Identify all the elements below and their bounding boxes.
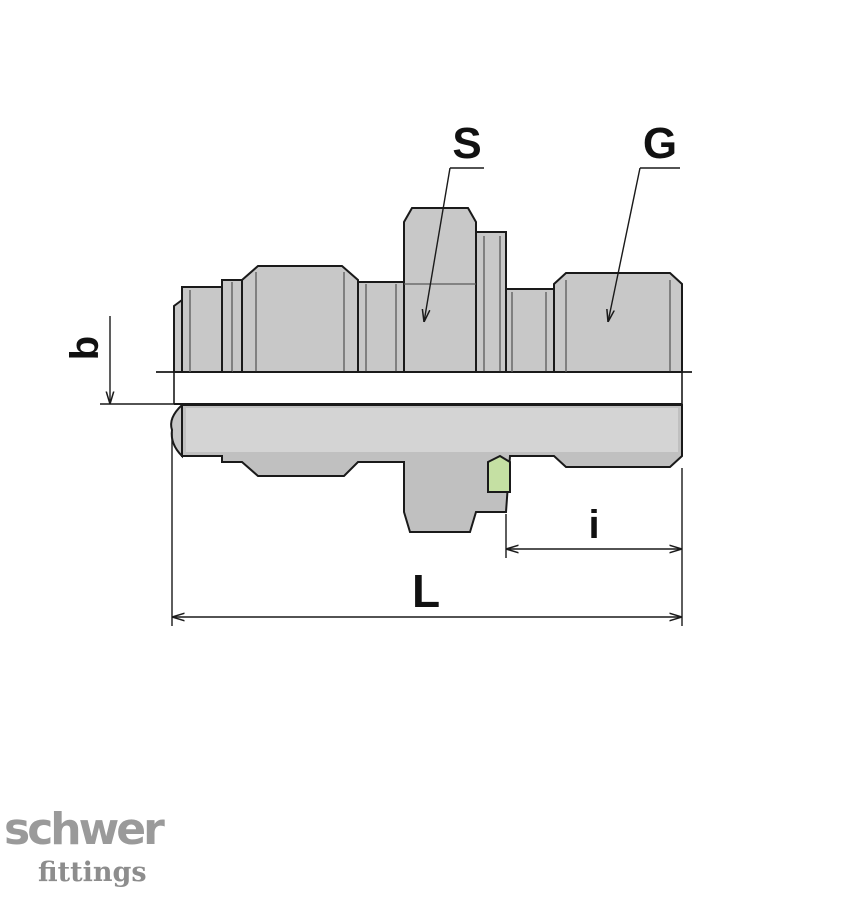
left-stub xyxy=(181,286,223,373)
left-lip xyxy=(173,298,183,373)
dimension-lines xyxy=(100,167,683,626)
seal-ring xyxy=(487,454,511,493)
center-shaft xyxy=(357,281,405,373)
thread-section xyxy=(553,272,683,373)
detail-lines xyxy=(189,236,671,372)
bore-gap xyxy=(174,373,682,404)
label-i: i xyxy=(588,503,599,547)
fitting-section-view xyxy=(170,402,683,533)
flange xyxy=(475,231,507,373)
left-tip xyxy=(170,402,183,459)
label-b: b xyxy=(63,336,107,360)
bore xyxy=(186,408,678,452)
label-G: G xyxy=(643,119,677,168)
hex-nut xyxy=(403,207,477,373)
right-shaft xyxy=(505,288,555,373)
schwer-fittings-logo: schwer fittings xyxy=(4,808,194,898)
logo-line1: schwer xyxy=(4,804,165,855)
fitting-external-view xyxy=(173,207,683,373)
left-collar xyxy=(241,265,359,373)
logo-line2: fittings xyxy=(38,857,147,888)
label-L: L xyxy=(412,565,440,617)
label-S: S xyxy=(452,119,481,168)
